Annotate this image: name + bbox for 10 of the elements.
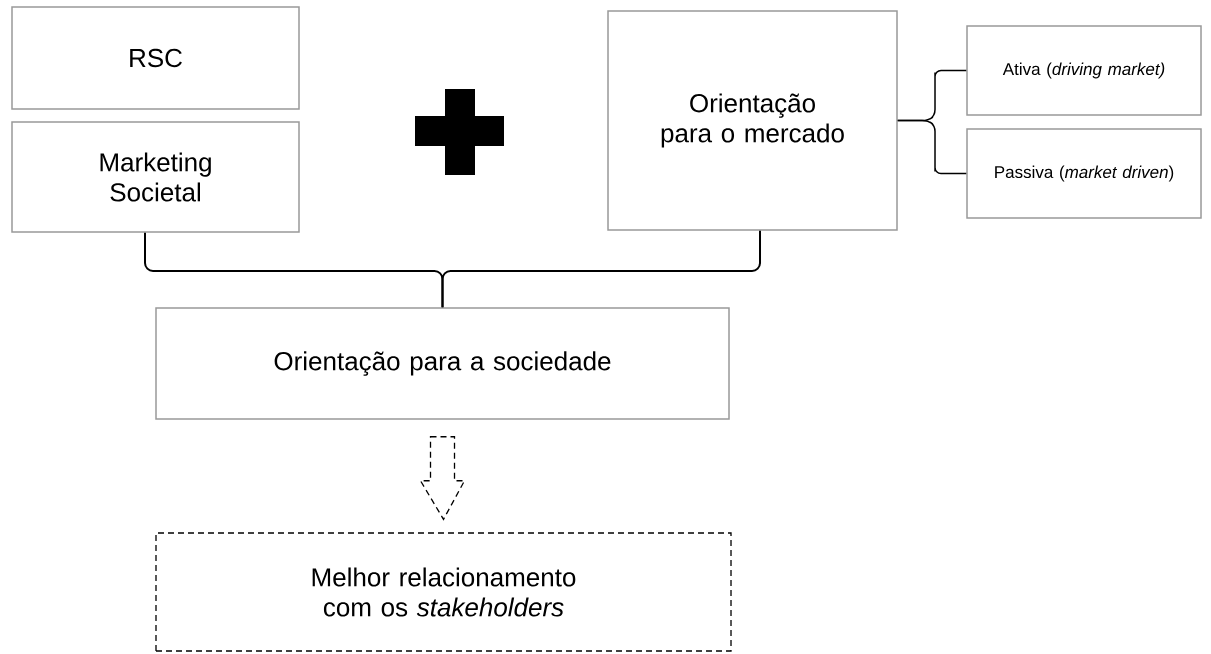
text-box: RSC — [11, 6, 300, 110]
outcome-box: Melhor relacionamento com os stakeholders — [155, 532, 732, 652]
block-arrow — [419, 436, 466, 521]
text-box: Orientação para a sociedade — [155, 307, 730, 420]
text-box: Orientação para o mercado — [607, 10, 898, 231]
brace — [441, 229, 761, 309]
text-box: Marketing Societal — [11, 121, 300, 233]
brace — [897, 119, 967, 175]
text-box: Passiva (market driven) — [966, 128, 1202, 219]
text-box: Ativa (driving market) — [966, 25, 1202, 116]
